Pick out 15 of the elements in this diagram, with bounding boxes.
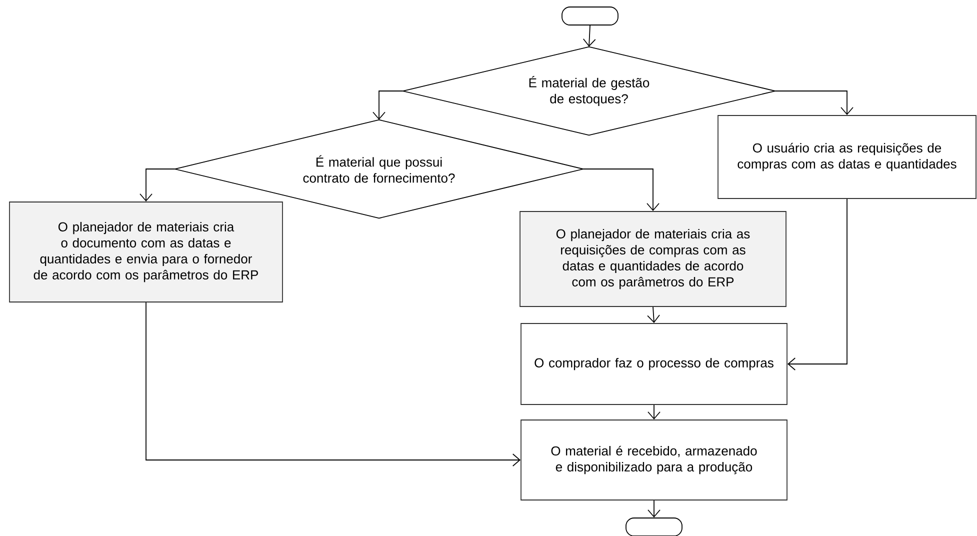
arrow (582, 168, 660, 212)
process-box: O usuário cria as requisições de compras com as datas e quantidades (718, 115, 976, 199)
process-box: O material é recebido, armazenado e disponibilizado para a produção (520, 420, 788, 500)
process-box: O planejador de materiais cria as requisições de compras com as datas e quantidades de acordo com os parâmetros do ERP (520, 211, 786, 307)
process-box: O planejador de materiais cria o documento com as datas e quantidades e envia para o fornedor de acordo com os parâmetros do ERP (9, 202, 283, 302)
arrow (146, 302, 521, 466)
arrow (787, 198, 848, 370)
arrow (647, 306, 660, 324)
arrow (774, 90, 854, 116)
arrow (648, 500, 660, 518)
arrow (582, 25, 596, 47)
arrow (648, 404, 660, 420)
arrow (140, 168, 176, 202)
arrow (372, 90, 404, 120)
process-box: O comprador faz o processo de compras (520, 323, 788, 405)
